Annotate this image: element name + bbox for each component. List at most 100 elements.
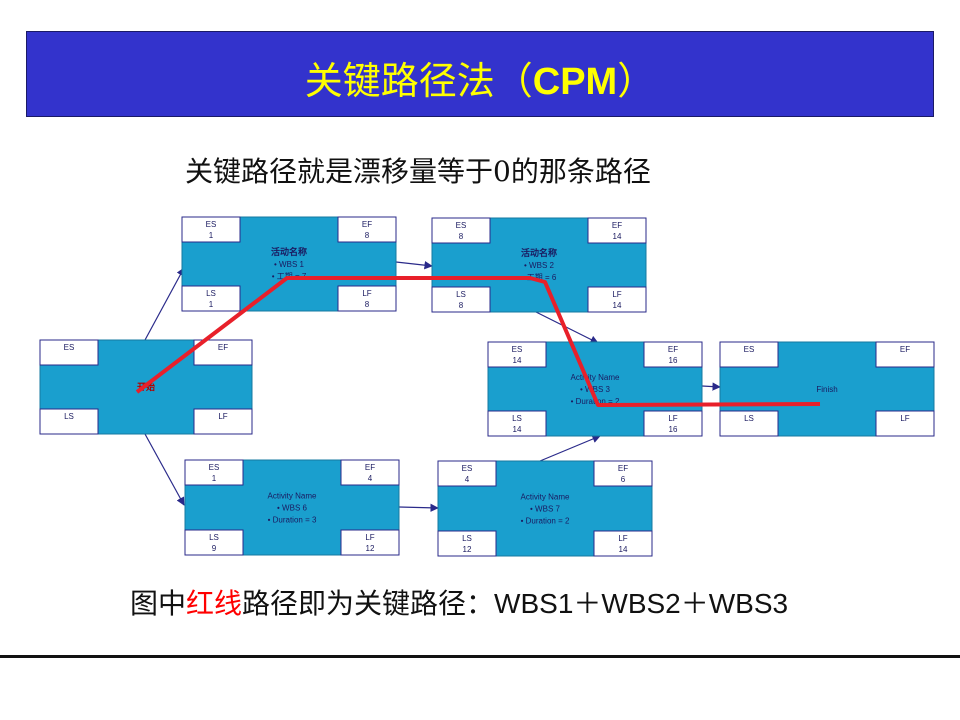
field-box-lf	[193, 408, 253, 435]
field-value-ef: 4	[368, 474, 373, 483]
critical-path-line	[135, 276, 821, 407]
field-box-ls	[181, 285, 241, 312]
node-title: Activity Name	[268, 492, 317, 501]
node-wbs7: ES 4 EF 6LS 12 LF 14 Activity Name • WBS 7 • Dura…	[437, 460, 653, 557]
field-box-ls	[184, 529, 244, 556]
node-title: Activity Name	[571, 373, 620, 382]
field-box-lf	[875, 410, 935, 437]
dependency-arrow	[144, 267, 185, 341]
field-value-lf: 8	[365, 300, 370, 309]
field-label-ls: LS	[456, 290, 466, 299]
field-value-ef: 6	[621, 475, 626, 484]
caption-red-word: 红线	[186, 587, 243, 620]
field-value-es: 1	[209, 231, 214, 240]
field-label-ef: EF	[362, 220, 372, 229]
field-box-es	[431, 217, 491, 244]
field-value-lf: 14	[613, 301, 622, 310]
field-box-ls	[39, 408, 99, 435]
field-value-ls: 14	[513, 425, 522, 434]
field-label-lf: LF	[900, 414, 909, 423]
field-value-ls: 12	[463, 545, 472, 554]
field-box-ef	[587, 217, 647, 244]
field-box-ef	[643, 341, 703, 368]
node-title: Activity Name	[521, 493, 570, 502]
slide-caption: 图中红线路径即为关键路径：WBS1＋WBS2＋WBS3	[130, 587, 789, 620]
field-box-lf	[340, 529, 400, 556]
field-value-ef: 8	[365, 231, 370, 240]
slide-subtitle: 关键路径就是漂移量等于0的那条路径	[185, 155, 651, 188]
field-label-lf: LF	[668, 414, 677, 423]
field-box-es	[487, 341, 547, 368]
field-label-ls: LS	[209, 533, 219, 542]
field-box-ls	[487, 410, 547, 437]
dependency-arrow	[535, 311, 599, 344]
node-detail-line: • Duration = 2	[521, 517, 570, 526]
field-label-lf: LF	[362, 289, 371, 298]
field-label-ef: EF	[612, 221, 622, 230]
field-label-lf: LF	[218, 412, 227, 421]
field-label-ef: EF	[365, 463, 375, 472]
field-value-ef: 14	[613, 232, 622, 241]
field-label-ef: EF	[668, 345, 678, 354]
dependency-arrow	[539, 435, 601, 462]
field-box-ef	[193, 339, 253, 366]
field-box-lf	[587, 286, 647, 313]
node-title: 活动名称	[271, 246, 307, 257]
field-value-ls: 8	[459, 301, 464, 310]
field-label-ef: EF	[900, 345, 910, 354]
field-label-ef: EF	[218, 343, 228, 352]
node-detail-line: • WBS 3	[580, 385, 610, 394]
field-value-ef: 16	[669, 356, 678, 365]
node-detail-line: • WBS 2	[524, 261, 554, 270]
dependency-arrow	[701, 382, 721, 391]
field-label-lf: LF	[365, 533, 374, 542]
field-value-lf: 14	[619, 545, 628, 554]
dependency-arrow	[395, 260, 433, 270]
field-label-ls: LS	[512, 414, 522, 423]
node-detail-line: • WBS 1	[274, 260, 304, 269]
field-label-es: ES	[462, 464, 473, 473]
field-label-es: ES	[206, 220, 217, 229]
field-box-ls	[437, 530, 497, 557]
field-label-lf: LF	[612, 290, 621, 299]
field-label-ef: EF	[618, 464, 628, 473]
node-detail-line: • WBS 6	[277, 504, 307, 513]
field-box-es	[39, 339, 99, 366]
field-value-es: 4	[465, 475, 470, 484]
field-box-ef	[337, 216, 397, 243]
field-value-es: 14	[513, 356, 522, 365]
field-box-lf	[593, 530, 653, 557]
field-box-es	[184, 459, 244, 486]
field-label-es: ES	[744, 345, 755, 354]
field-label-es: ES	[209, 463, 220, 472]
field-value-ls: 9	[212, 544, 217, 553]
field-box-ef	[875, 341, 935, 368]
field-label-ls: LS	[64, 412, 74, 421]
field-box-ls	[431, 286, 491, 313]
node-title: 活动名称	[521, 247, 557, 258]
field-box-es	[719, 341, 779, 368]
field-value-lf: 16	[669, 425, 678, 434]
field-box-lf	[643, 410, 703, 437]
field-label-es: ES	[512, 345, 523, 354]
dependency-arrow	[144, 433, 185, 506]
field-box-ef	[593, 460, 653, 487]
bottom-divider	[0, 655, 960, 658]
node-title: Finish	[816, 385, 837, 394]
node-detail-line: • Duration = 3	[268, 516, 317, 525]
slide-title: 关键路径法（CPM）	[304, 59, 656, 103]
field-label-ls: LS	[462, 534, 472, 543]
field-label-lf: LF	[618, 534, 627, 543]
field-box-ls	[719, 410, 779, 437]
dependency-arrow	[398, 503, 439, 513]
node-detail-line: • WBS 7	[530, 505, 560, 514]
field-box-ef	[340, 459, 400, 486]
field-label-es: ES	[456, 221, 467, 230]
field-value-es: 8	[459, 232, 464, 241]
field-value-ls: 1	[209, 300, 214, 309]
